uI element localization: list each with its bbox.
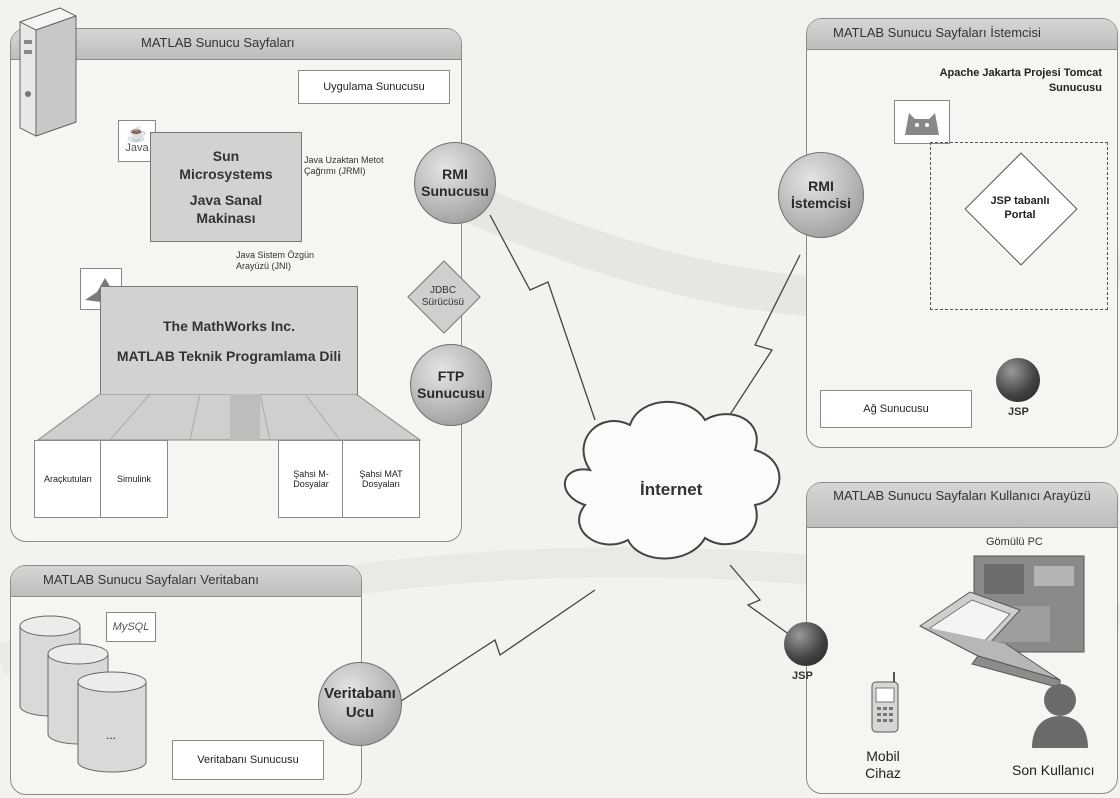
internet-label: İnternet (640, 480, 703, 499)
simulink-box: Simulink (100, 440, 168, 518)
server-panel-title: MATLAB Sunucu Sayfaları (141, 35, 295, 50)
jrmi-label: Java Uzaktan Metot Çağrımı (JRMI) (304, 155, 384, 176)
ui-jsp-node (784, 622, 828, 666)
mathworks-line1: The MathWorks Inc. (163, 317, 295, 334)
jni-label: Java Sistem Özgün Arayüzü (JNI) (236, 250, 315, 271)
tomcat-label: Apache Jakarta Projesi Tomcat Sunucusu (939, 67, 1102, 94)
db-panel-header (11, 566, 361, 597)
internet-cloud (564, 400, 781, 560)
embedded-pc-label: Gömülü PC (986, 536, 1043, 548)
toolboxes-box: Araçkutuları (34, 440, 102, 518)
mathworks-box: The MathWorks Inc. MATLAB Teknik Program… (100, 286, 358, 396)
ui-panel-title: MATLAB Sunucu Sayfaları Kullanıcı Arayüz… (833, 488, 1091, 503)
server-tower-icon (18, 7, 78, 137)
tomcat-icon (894, 100, 950, 144)
rmi-server-node: RMI Sunucusu (414, 142, 496, 224)
mysql-icon: MySQL (106, 612, 156, 642)
jvm-line2: Java Sanal Makinası (189, 192, 263, 227)
end-user-icon (1032, 684, 1088, 748)
client-jsp-node (996, 358, 1040, 402)
mobile-device-icon (871, 672, 899, 733)
toolbox-shelf (36, 394, 422, 441)
rmi-client-node: RMI İstemcisi (778, 152, 864, 238)
app-server-box: Uygulama Sunucusu (298, 70, 450, 104)
jvm-box: Sun Microsystems Java Sanal Makinası (150, 132, 302, 242)
link-rmi-internet (489, 214, 596, 421)
db-server-box: Veritabanı Sunucusu (172, 740, 324, 780)
mathworks-line2: MATLAB Teknik Programlama Dili (116, 348, 342, 364)
portal-container (930, 142, 1108, 310)
server-panel-header (11, 29, 461, 60)
jdbc-driver-node: JDBC Sürücüsü (407, 260, 481, 334)
db-cylinders-icon (19, 615, 147, 773)
link-internet-ui (729, 564, 791, 636)
m-files-box: Şahsi M-Dosyalar (278, 440, 344, 518)
mat-files-box: Şahsi MAT Dosyaları (342, 440, 420, 518)
jsp-portal-label: JSP tabanlı Portal (990, 195, 1050, 222)
jdbc-label: JDBC Sürücüsü (421, 285, 465, 308)
net-server-box: Ağ Sunucusu (820, 390, 972, 428)
client-panel-header (807, 19, 1117, 50)
ftp-server-node: FTP Sunucusu (410, 344, 492, 426)
link-client-internet (719, 254, 801, 431)
jvm-line1: Sun Microsystems (179, 147, 273, 182)
mobile-label: Mobil Cihaz (865, 748, 901, 781)
jsp-portal-node: JSP tabanlı Portal (962, 150, 1078, 266)
db-dots: ... (106, 728, 117, 742)
client-panel: MATLAB Sunucu Sayfaları İstemcisi (806, 18, 1118, 448)
ui-jsp-label: JSP (792, 670, 813, 682)
db-end-node: Veritabanı Ucu (318, 662, 402, 746)
client-jsp-label: JSP (1008, 406, 1029, 418)
embedded-pc-icon (919, 555, 1085, 689)
db-panel-title: MATLAB Sunucu Sayfaları Veritabanı (43, 572, 259, 587)
link-db-internet (394, 589, 596, 706)
ui-panel-header (807, 483, 1117, 528)
end-user-label: Son Kullanıcı (1012, 762, 1095, 778)
client-panel-title: MATLAB Sunucu Sayfaları İstemcisi (833, 25, 1041, 40)
